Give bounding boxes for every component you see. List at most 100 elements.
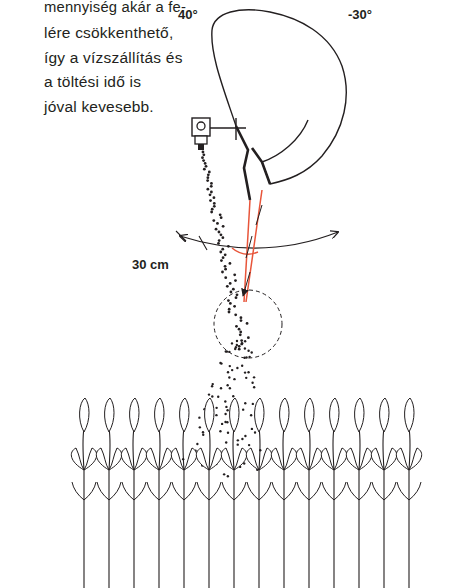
spray-dot bbox=[232, 395, 234, 397]
spray-dot bbox=[210, 185, 213, 188]
spray-dot bbox=[230, 291, 233, 294]
spray-dot bbox=[236, 367, 238, 369]
spray-dot bbox=[199, 426, 201, 428]
spray-dot bbox=[202, 159, 205, 162]
spray-dot bbox=[205, 165, 208, 168]
spray-dot bbox=[213, 202, 216, 205]
spray-dot bbox=[211, 395, 213, 397]
plant bbox=[296, 398, 321, 588]
body-text: lére csökkenthető, bbox=[44, 25, 173, 41]
spray-dot bbox=[228, 308, 231, 311]
spray-dot bbox=[217, 242, 220, 245]
spray-dot bbox=[225, 406, 227, 408]
spray-dot bbox=[227, 475, 229, 477]
spray-dot bbox=[236, 344, 238, 346]
plant bbox=[321, 398, 346, 588]
spray-dot bbox=[202, 153, 205, 156]
spray-dot bbox=[215, 228, 218, 231]
spray-dot bbox=[244, 371, 246, 373]
arm bbox=[252, 148, 270, 184]
spray-dot bbox=[233, 378, 235, 380]
spray-dot bbox=[236, 340, 238, 342]
spray-dot bbox=[202, 431, 204, 433]
spray-dot bbox=[212, 219, 215, 222]
spray-dot bbox=[208, 171, 211, 174]
spray-dot bbox=[229, 365, 231, 367]
spray-dot bbox=[253, 386, 255, 388]
spray-dot bbox=[210, 211, 213, 214]
spray-dot bbox=[231, 342, 233, 344]
spray-dot bbox=[226, 409, 228, 411]
plant bbox=[146, 398, 171, 588]
dimension-label: 30 cm bbox=[132, 258, 169, 271]
spray-dot bbox=[206, 176, 209, 179]
plant bbox=[271, 398, 296, 588]
spray-dot bbox=[224, 400, 226, 402]
spray-dot bbox=[227, 431, 229, 433]
spray-dot bbox=[229, 387, 231, 389]
spray-dot bbox=[241, 342, 244, 345]
spray-dot bbox=[247, 350, 249, 352]
plant bbox=[221, 398, 246, 588]
plant bbox=[371, 398, 396, 588]
spray-dot bbox=[241, 343, 243, 345]
spray-dot bbox=[224, 276, 227, 279]
spray-dot bbox=[224, 265, 227, 268]
spray-dot bbox=[245, 377, 247, 379]
spray-dot bbox=[206, 188, 209, 191]
spray-dot bbox=[221, 236, 224, 239]
spray-dot bbox=[240, 316, 243, 319]
spray-dot bbox=[229, 262, 232, 265]
spray-dot bbox=[246, 322, 249, 325]
spray-dot bbox=[251, 382, 253, 384]
boom-outline bbox=[212, 10, 346, 184]
spray-dot bbox=[227, 299, 230, 302]
spray-dot bbox=[212, 383, 214, 385]
spray-dot bbox=[251, 351, 253, 353]
spray-dot bbox=[221, 423, 223, 425]
spray-dot bbox=[229, 302, 232, 305]
spray-dot bbox=[203, 168, 206, 171]
spray-dot bbox=[240, 319, 243, 322]
nozzle-body bbox=[192, 118, 210, 136]
plant bbox=[96, 398, 121, 588]
spray-dot bbox=[224, 253, 227, 256]
spray-dot bbox=[224, 268, 227, 271]
spray-dot bbox=[208, 393, 210, 395]
angle-line bbox=[244, 190, 262, 302]
spray-dot bbox=[248, 356, 250, 358]
body-text: jóval kevesebb. bbox=[44, 99, 154, 115]
target-circle bbox=[214, 290, 282, 358]
spray-dot bbox=[206, 179, 209, 182]
body-text: a töltési idő is bbox=[44, 74, 141, 90]
plant bbox=[246, 398, 271, 588]
spray-dot bbox=[226, 350, 228, 352]
spray-dot bbox=[218, 231, 221, 234]
spray-dot bbox=[237, 443, 239, 445]
spray-dot bbox=[209, 193, 212, 196]
spray-dot bbox=[225, 441, 227, 443]
spray-dot bbox=[248, 444, 250, 446]
plant bbox=[196, 398, 221, 588]
spray-dot bbox=[209, 199, 212, 202]
spray-dot bbox=[228, 311, 231, 314]
flow-arrow bbox=[243, 205, 262, 296]
spray-dot bbox=[223, 473, 225, 475]
spray-dot bbox=[237, 439, 239, 441]
spray-dot bbox=[220, 233, 223, 236]
plant bbox=[121, 398, 146, 588]
spray-dot bbox=[247, 336, 250, 339]
spray-dot bbox=[226, 421, 228, 423]
angle-label: -30° bbox=[348, 8, 372, 21]
spray-dot bbox=[222, 225, 225, 228]
spray-dot bbox=[233, 273, 236, 276]
spray-dot bbox=[211, 208, 214, 211]
spray-dot bbox=[253, 376, 255, 378]
spray-dot bbox=[243, 357, 245, 359]
angle-label: 40° bbox=[178, 8, 198, 21]
spray-dot bbox=[231, 369, 233, 371]
spray-dot bbox=[241, 365, 243, 367]
spray-dot bbox=[221, 271, 224, 274]
spray-dot bbox=[228, 376, 230, 378]
spray-dot bbox=[242, 408, 244, 410]
